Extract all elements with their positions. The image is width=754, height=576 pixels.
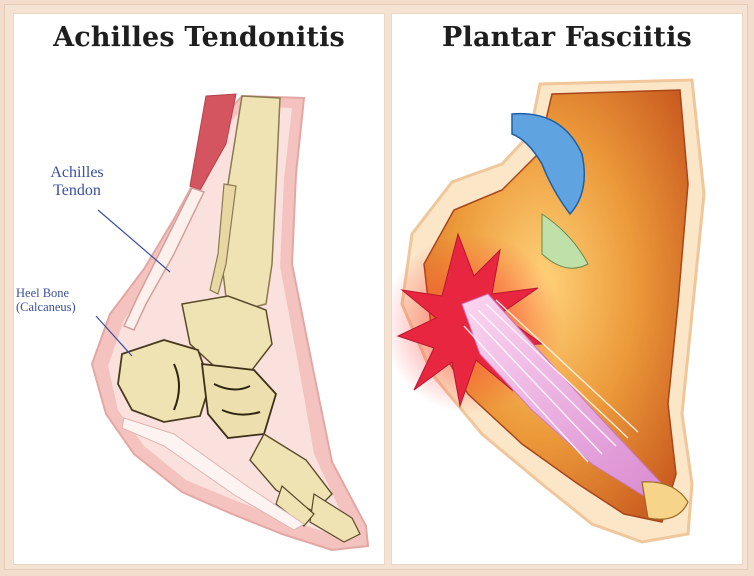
label-achilles-tendon: Achilles Tendon <box>42 164 112 201</box>
label-heel-bone: Heel Bone (Calcaneus) <box>16 286 104 315</box>
panel-achilles-tendonitis: Achilles Tendonitis <box>13 13 385 565</box>
label-heel-line1: Heel Bone <box>16 286 104 300</box>
label-tendon-line2: Tendon <box>42 182 112 200</box>
image-frame: Achilles Tendonitis <box>4 4 748 570</box>
leader-line-tendon <box>98 210 170 272</box>
calcaneus-bone <box>118 340 210 422</box>
panel-plantar-fasciitis: Plantar Fasciitis <box>391 13 743 565</box>
label-heel-line2: (Calcaneus) <box>16 300 104 314</box>
label-tendon-line1: Achilles <box>42 164 112 182</box>
plantar-foot-illustration <box>392 14 743 565</box>
